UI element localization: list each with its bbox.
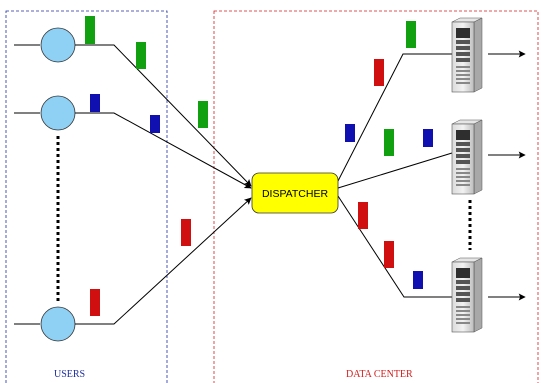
- request-packet-icon: [358, 202, 368, 229]
- server-top-link: [337, 53, 452, 182]
- server-middle: [451, 119, 526, 195]
- request-packet-icon: [345, 124, 355, 142]
- request-packet-icon: [85, 16, 95, 44]
- request-packet-icon: [150, 115, 160, 133]
- request-packet-icon: [406, 21, 416, 48]
- user-second-link: [75, 112, 252, 189]
- server-rack-icon: [451, 257, 483, 333]
- user-top-link: [75, 44, 252, 187]
- server-bottom-link: [337, 195, 452, 298]
- request-packet-icon: [90, 289, 100, 316]
- data-center-boundary: [213, 10, 539, 383]
- dispatcher-label: DISPATCHER: [262, 188, 329, 200]
- dispatcher: DISPATCHER: [251, 172, 339, 214]
- request-packets: [85, 16, 433, 316]
- request-packet-icon: [384, 241, 394, 268]
- user-circle-icon: [40, 27, 76, 63]
- request-packet-icon: [374, 59, 384, 86]
- server-middle-link: [337, 152, 453, 189]
- server-bottom: [451, 257, 526, 333]
- request-packet-icon: [198, 101, 208, 128]
- request-packet-icon: [384, 129, 394, 156]
- user-circle-icon: [40, 306, 76, 342]
- users-boundary: [5, 10, 168, 383]
- request-packet-icon: [413, 271, 423, 289]
- server-top: [451, 17, 526, 93]
- request-packet-icon: [181, 219, 191, 246]
- user-circle-icon: [40, 95, 76, 131]
- dispatcher-box: [251, 172, 339, 214]
- user-bottom-link: [75, 197, 252, 325]
- users-label: USERS: [54, 369, 85, 380]
- user-second: [14, 95, 76, 131]
- request-packet-icon: [90, 94, 100, 112]
- request-packet-icon: [136, 42, 146, 69]
- user-top: [14, 27, 76, 63]
- user-bottom: [14, 306, 76, 342]
- request-packet-icon: [423, 129, 433, 147]
- data-center-label: DATA CENTER: [346, 369, 413, 380]
- server-rack-icon: [451, 17, 483, 93]
- server-rack-icon: [451, 119, 483, 195]
